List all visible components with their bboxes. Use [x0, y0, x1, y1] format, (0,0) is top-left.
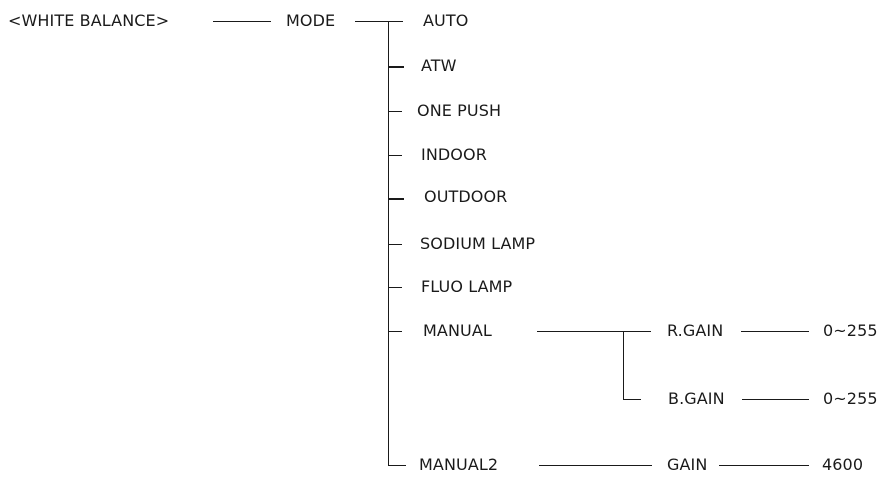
branch-manual2 — [388, 465, 406, 466]
mode-option-one-push: ONE PUSH — [417, 101, 502, 120]
mode-option-sodium-lamp: SODIUM LAMP — [420, 234, 536, 253]
mode-option-auto: AUTO — [423, 11, 469, 30]
mode-option-indoor: INDOOR — [421, 145, 487, 164]
root-label: <WHITE BALANCE> — [8, 11, 170, 30]
mode-option-atw: ATW — [421, 56, 457, 75]
mode-option-fluo-lamp: FLUO LAMP — [421, 277, 513, 296]
r-gain-range: 0~255 — [823, 321, 878, 340]
branch-atw — [388, 66, 404, 68]
branch-outdoor — [388, 198, 404, 200]
mode-trunk-line — [388, 21, 389, 465]
manual-sub-trunk — [623, 331, 624, 399]
mode-option-manual2: MANUAL2 — [419, 455, 499, 474]
branch-one-push — [388, 111, 402, 112]
b-gain-label: B.GAIN — [668, 389, 725, 408]
branch-indoor — [388, 155, 402, 156]
connector-bgain-range — [742, 399, 809, 400]
connector-rgain-range — [741, 331, 809, 332]
connector-manual-rgain — [537, 331, 651, 332]
gain-value: 4600 — [822, 455, 864, 474]
r-gain-label: R.GAIN — [667, 321, 724, 340]
connector-mode-auto — [355, 21, 403, 22]
branch-manual — [388, 331, 402, 332]
b-gain-range: 0~255 — [823, 389, 878, 408]
branch-sodium-lamp — [388, 244, 402, 245]
connector-manual2-gain — [539, 465, 652, 466]
branch-fluo-lamp — [388, 287, 402, 288]
gain-label: GAIN — [667, 455, 708, 474]
mode-label: MODE — [286, 11, 336, 30]
mode-option-outdoor: OUTDOOR — [424, 187, 508, 206]
connector-gain-value — [719, 465, 809, 466]
mode-option-manual: MANUAL — [423, 321, 492, 340]
connector-manual-bgain — [623, 399, 641, 400]
connector-root-mode — [213, 21, 271, 22]
